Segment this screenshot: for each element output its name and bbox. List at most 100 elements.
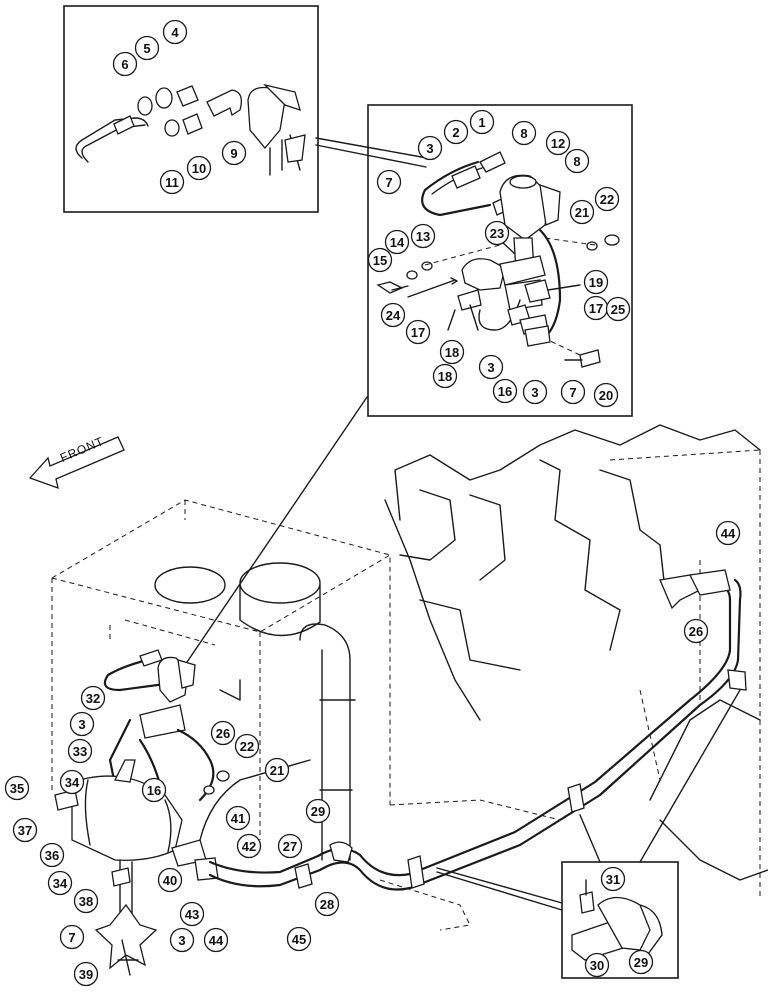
- svg-text:10: 10: [192, 161, 206, 176]
- callout-3: 3: [69, 711, 95, 737]
- callout-44: 44: [715, 520, 741, 546]
- callout-18: 18: [432, 363, 458, 389]
- callout-25: 25: [605, 296, 631, 322]
- callout-41: 41: [225, 805, 251, 831]
- inset-a-box: [63, 5, 319, 213]
- main-assembly: [54, 569, 747, 976]
- callout-33: 33: [67, 738, 93, 764]
- svg-text:21: 21: [575, 205, 589, 220]
- callout-34: 34: [59, 769, 85, 795]
- svg-text:43: 43: [185, 907, 199, 922]
- callout-39: 39: [73, 961, 99, 987]
- callout-13: 13: [410, 223, 436, 249]
- callout-38: 38: [73, 888, 99, 914]
- callout-10: 10: [186, 155, 212, 181]
- svg-text:27: 27: [283, 839, 297, 854]
- svg-text:22: 22: [240, 739, 254, 754]
- svg-text:38: 38: [79, 894, 93, 909]
- clamp-detail-box: [436, 689, 741, 979]
- svg-text:23: 23: [490, 226, 504, 241]
- callout-18: 18: [439, 339, 465, 365]
- callout-16: 16: [141, 777, 167, 803]
- callout-6: 6: [112, 51, 138, 77]
- svg-text:6: 6: [121, 57, 128, 72]
- engine-outline: [384, 424, 768, 900]
- callout-32: 32: [80, 685, 106, 711]
- svg-text:18: 18: [445, 345, 459, 360]
- callout-37: 37: [12, 817, 38, 843]
- callout-26: 26: [683, 618, 709, 644]
- svg-text:44: 44: [721, 526, 736, 541]
- svg-text:37: 37: [18, 823, 32, 838]
- callout-45: 45: [286, 926, 312, 952]
- svg-text:3: 3: [487, 360, 494, 375]
- svg-text:19: 19: [589, 275, 603, 290]
- svg-text:44: 44: [209, 933, 224, 948]
- svg-text:35: 35: [10, 781, 24, 796]
- callout-29: 29: [628, 949, 654, 975]
- svg-text:2: 2: [452, 125, 459, 140]
- callout-3: 3: [478, 354, 504, 380]
- callout-8: 8: [564, 148, 590, 174]
- callout-4: 4: [162, 19, 188, 45]
- callout-5: 5: [134, 35, 160, 61]
- callout-22: 22: [234, 733, 260, 759]
- front-arrow: [28, 436, 125, 490]
- svg-text:41: 41: [231, 811, 245, 826]
- svg-text:28: 28: [320, 897, 334, 912]
- svg-text:11: 11: [165, 175, 179, 190]
- callout-22: 22: [594, 186, 620, 212]
- callout-42: 42: [236, 833, 262, 859]
- svg-text:32: 32: [86, 691, 100, 706]
- svg-text:7: 7: [385, 175, 392, 190]
- svg-text:24: 24: [386, 308, 401, 323]
- svg-text:8: 8: [520, 126, 527, 141]
- svg-text:1: 1: [478, 115, 485, 130]
- callout-11: 11: [159, 169, 185, 195]
- callout-43: 43: [179, 901, 205, 927]
- svg-text:17: 17: [589, 301, 603, 316]
- svg-text:20: 20: [599, 388, 613, 403]
- callout-21: 21: [264, 757, 290, 783]
- callout-7: 7: [59, 924, 85, 950]
- svg-text:4: 4: [171, 25, 179, 40]
- svg-text:26: 26: [216, 726, 230, 741]
- svg-text:21: 21: [270, 763, 284, 778]
- svg-text:9: 9: [230, 146, 237, 161]
- callout-3: 3: [169, 927, 195, 953]
- callout-3: 3: [417, 135, 443, 161]
- svg-text:16: 16: [147, 783, 161, 798]
- callout-29: 29: [305, 798, 331, 824]
- svg-text:17: 17: [411, 325, 425, 340]
- callout-7: 7: [560, 379, 586, 405]
- callout-23: 23: [484, 220, 510, 246]
- callout-20: 20: [593, 382, 619, 408]
- callout-34: 34: [47, 870, 73, 896]
- callout-3: 3: [522, 379, 548, 405]
- svg-text:39: 39: [79, 967, 93, 982]
- svg-text:30: 30: [590, 958, 604, 973]
- svg-text:3: 3: [426, 141, 433, 156]
- svg-text:15: 15: [373, 253, 387, 268]
- callout-16: 16: [492, 378, 518, 404]
- callout-14: 14: [384, 229, 410, 255]
- svg-text:34: 34: [53, 876, 68, 891]
- svg-text:18: 18: [438, 369, 452, 384]
- callout-44: 44: [203, 927, 229, 953]
- svg-text:3: 3: [531, 385, 538, 400]
- svg-text:36: 36: [45, 848, 59, 863]
- callout-30: 30: [584, 952, 610, 978]
- svg-text:42: 42: [242, 839, 256, 854]
- svg-text:12: 12: [551, 136, 565, 151]
- svg-text:31: 31: [606, 872, 620, 887]
- svg-text:29: 29: [634, 955, 648, 970]
- svg-text:33: 33: [73, 744, 87, 759]
- svg-text:3: 3: [178, 933, 185, 948]
- callout-40: 40: [157, 867, 183, 893]
- svg-text:40: 40: [163, 873, 177, 888]
- callout-8: 8: [511, 120, 537, 146]
- inset-leaders: [184, 137, 428, 666]
- callout-24: 24: [380, 302, 406, 328]
